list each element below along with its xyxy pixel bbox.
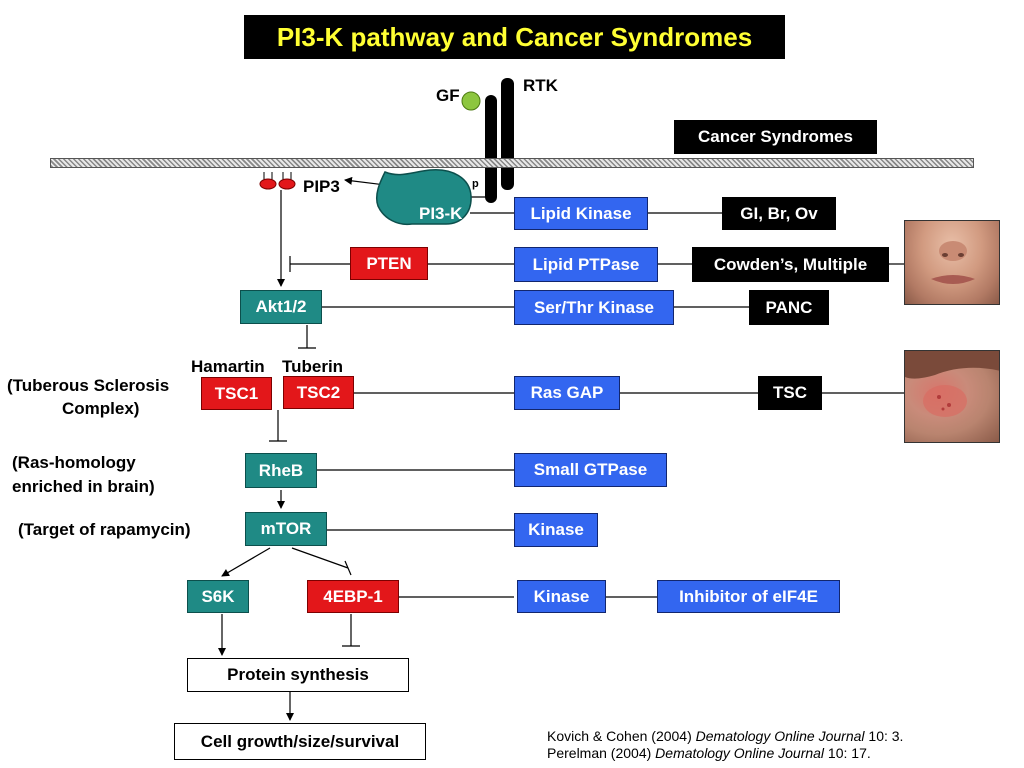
cowden-face-photo — [904, 220, 1000, 305]
reference-2: Perelman (2004) Dematology Online Journa… — [547, 745, 903, 762]
pip3-label: PIP3 — [303, 177, 340, 196]
pi3k-label: PI3-K — [419, 204, 463, 223]
function-ras-gap: Ras GAP — [514, 376, 620, 410]
ref1-tail: 10: 3. — [864, 728, 904, 744]
syndrome-panc: PANC — [749, 290, 829, 325]
ref2-authors: Perelman (2004) — [547, 745, 656, 761]
cell-membrane — [50, 158, 974, 168]
syndrome-gi-br-ov: GI, Br, Ov — [722, 197, 836, 230]
hamartin-label: Hamartin — [191, 357, 265, 376]
function-small-gtpase: Small GTPase — [514, 453, 667, 487]
rtk-receptor — [485, 78, 514, 203]
mtor-node: mTOR — [245, 512, 327, 546]
ref1-journal: Dematology Online Journal — [695, 728, 865, 744]
protein-synthesis-box: Protein synthesis — [187, 658, 409, 692]
ref2-tail: 10: 17. — [824, 745, 871, 761]
page-title: PI3-K pathway and Cancer Syndromes — [244, 15, 785, 59]
tuberin-label: Tuberin — [282, 357, 344, 376]
function-lipid-kinase: Lipid Kinase — [514, 197, 648, 230]
rheb-note-line2: enriched in brain) — [12, 477, 155, 496]
gf-ligand — [461, 91, 481, 111]
cell-growth-box: Cell growth/size/survival — [174, 723, 426, 760]
function-inhibitor-eif4e: Inhibitor of eIF4E — [657, 580, 840, 613]
phospho-label: p — [472, 178, 479, 190]
pten-node: PTEN — [350, 247, 428, 280]
tsc1-node: TSC1 — [201, 377, 272, 410]
references: Kovich & Cohen (2004) Dematology Online … — [547, 728, 903, 762]
cancer-syndromes-header: Cancer Syndromes — [674, 120, 877, 154]
s6k-node: S6K — [187, 580, 249, 613]
tsc2-node: TSC2 — [283, 376, 354, 409]
rtk-label: RTK — [523, 76, 558, 95]
mtor-note: (Target of rapamycin) — [18, 520, 191, 539]
akt-node: Akt1/2 — [240, 290, 322, 324]
4ebp1-node: 4EBP-1 — [307, 580, 399, 613]
function-lipid-ptpase: Lipid PTPase — [514, 247, 658, 282]
reference-1: Kovich & Cohen (2004) Dematology Online … — [547, 728, 903, 745]
tsc-face-photo — [904, 350, 1000, 443]
ref1-authors: Kovich & Cohen (2004) — [547, 728, 696, 744]
gf-label: GF — [436, 86, 460, 105]
tsc-complex-note-line1: (Tuberous Sclerosis — [7, 376, 170, 395]
function-kinase-4ebp1: Kinase — [517, 580, 606, 613]
function-ser-thr-kinase: Ser/Thr Kinase — [514, 290, 674, 325]
syndrome-cowdens: Cowden’s, Multiple — [692, 247, 889, 282]
function-kinase-mtor: Kinase — [514, 513, 598, 547]
syndrome-tsc: TSC — [758, 376, 822, 410]
pip3-lipid-heads — [259, 172, 296, 190]
tsc-complex-note-line2: Complex) — [62, 399, 140, 418]
pi3k-enzyme — [375, 169, 472, 226]
ref2-journal: Dematology Online Journal — [655, 745, 825, 761]
rheb-node: RheB — [245, 453, 317, 488]
rheb-note-line1: (Ras-homology — [12, 453, 136, 472]
